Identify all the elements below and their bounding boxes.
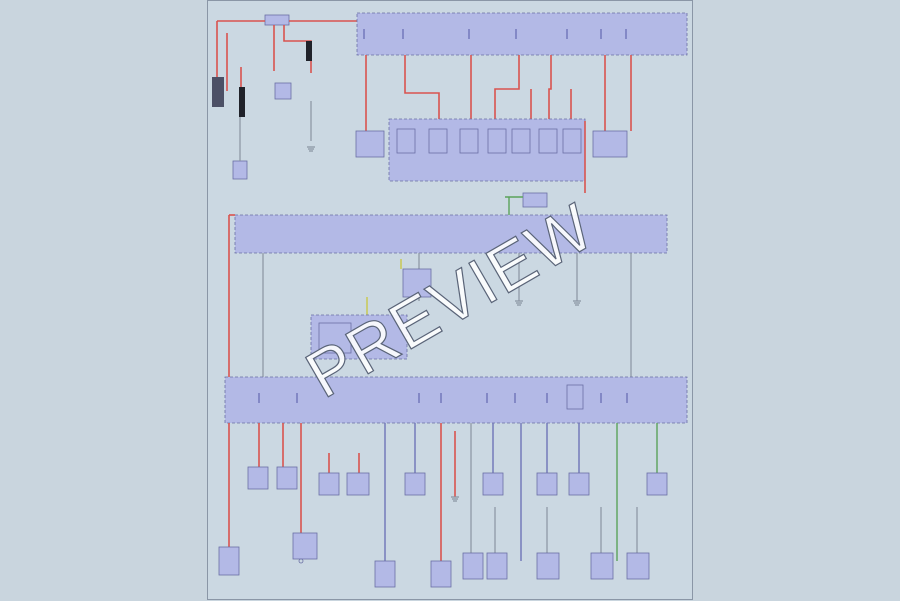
lower-junction-box (224, 376, 688, 424)
relay-4 (487, 128, 507, 154)
load-module-2 (592, 130, 628, 158)
top-fuses (363, 29, 627, 39)
relay-3 (459, 128, 479, 154)
component-a1 (247, 466, 269, 490)
component-b9 (626, 552, 650, 580)
component-b7 (536, 552, 560, 580)
top-junction-box (356, 12, 688, 56)
component-b3 (374, 560, 396, 588)
relay-6 (538, 128, 558, 154)
component-a7 (536, 472, 558, 496)
center-module-1 (402, 268, 432, 298)
component-a6 (482, 472, 504, 496)
component-a4 (346, 472, 370, 496)
fusible-link-2 (306, 41, 312, 61)
lower-sub-block (566, 384, 584, 410)
center-module-3 (318, 322, 352, 354)
relay-1 (396, 128, 416, 154)
component-b6 (486, 552, 508, 580)
top-fuse-box (264, 14, 290, 26)
wiring-diagram-sheet (207, 0, 693, 600)
starter-relay-block (274, 82, 292, 100)
component-b5 (462, 552, 484, 580)
component-b1 (218, 546, 240, 576)
battery-symbol (212, 77, 224, 107)
middle-small-module (522, 192, 548, 208)
relay-7 (562, 128, 582, 154)
load-module-1 (355, 130, 385, 158)
relay-5 (511, 128, 531, 154)
component-a5 (404, 472, 426, 496)
component-b4 (430, 560, 452, 588)
generator-block (232, 160, 248, 180)
fusible-link-1 (239, 87, 245, 117)
relay-2 (428, 128, 448, 154)
component-a2 (276, 466, 298, 490)
wiring-diagram (212, 12, 688, 588)
component-b8 (590, 552, 614, 580)
component-a9 (646, 472, 668, 496)
component-b2 (292, 532, 318, 560)
middle-switch-box (234, 214, 668, 254)
component-a3 (318, 472, 340, 496)
component-a8 (568, 472, 590, 496)
